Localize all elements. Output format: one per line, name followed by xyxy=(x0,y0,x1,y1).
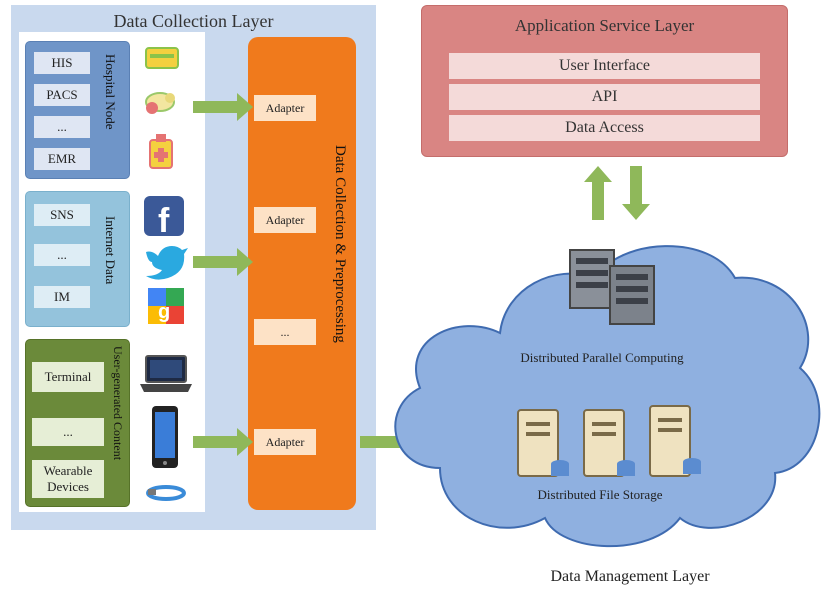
user-device-icons xyxy=(140,355,192,501)
adapter-box: Adapter xyxy=(254,207,316,233)
application-service-layer-title: Application Service Layer xyxy=(514,16,695,35)
hospital-item-his: HIS xyxy=(34,52,90,74)
storage-server-icon xyxy=(649,405,701,477)
wearable-band-icon xyxy=(146,485,186,501)
arrow-up-to-service xyxy=(584,166,612,220)
pill-icon xyxy=(145,92,175,114)
service-item-api: API xyxy=(449,84,760,110)
internet-data-group: SNS ... IM Internet Data xyxy=(25,191,130,327)
service-item-user-interface: User Interface xyxy=(449,53,760,79)
storage-server-icon xyxy=(583,409,635,477)
hospital-icons xyxy=(145,47,179,169)
adapter-ellipsis: ... xyxy=(254,319,316,345)
storage-server-icon xyxy=(517,409,569,477)
data-management-layer-title: Data Management Layer xyxy=(550,568,710,585)
data-collection-layer-title: Data Collection Layer xyxy=(113,11,274,31)
credit-card-icon xyxy=(145,47,179,69)
server-rack-icon xyxy=(569,249,655,325)
user-content-group: Terminal ... Wearable Devices User-gener… xyxy=(25,339,130,507)
internet-item-sns: SNS xyxy=(34,204,90,226)
hospital-item-ellipsis: ... xyxy=(34,116,90,138)
adapter-box: Adapter xyxy=(254,95,316,121)
management-cloud xyxy=(394,245,821,548)
svg-text:f: f xyxy=(158,202,170,240)
arrow-down-to-cloud xyxy=(622,166,650,220)
cloud-shape xyxy=(394,245,821,548)
arrow-internet-to-adapter xyxy=(193,248,253,276)
adapter-box: Adapter xyxy=(254,429,316,455)
user-content-label: User-generated Content xyxy=(111,346,125,461)
storage-label: Distributed File Storage xyxy=(537,487,663,502)
facebook-icon: f xyxy=(144,196,184,240)
user-item-wearable: Wearable Devices xyxy=(32,460,104,498)
arrow-hospital-to-adapter xyxy=(193,93,253,121)
computing-label: Distributed Parallel Computing xyxy=(520,350,684,365)
internet-item-ellipsis: ... xyxy=(34,244,90,266)
hospital-node-label: Hospital Node xyxy=(103,54,118,130)
google-icon: g xyxy=(148,288,184,324)
smartphone-icon xyxy=(152,406,178,468)
internet-icons: f g xyxy=(144,196,188,324)
arrow-user-to-adapter xyxy=(193,428,253,456)
twitter-icon xyxy=(146,246,188,280)
application-service-layer: Application Service Layer User Interface… xyxy=(421,5,788,157)
internet-item-im: IM xyxy=(34,286,90,308)
medicine-bag-icon xyxy=(149,134,173,169)
hospital-node-group: HIS PACS ... EMR Hospital Node xyxy=(25,41,130,179)
hospital-item-emr: EMR xyxy=(34,148,90,170)
user-item-terminal: Terminal xyxy=(32,362,104,392)
preprocessing-label: Data Collection & Preprocessing xyxy=(332,145,348,343)
internet-data-label: Internet Data xyxy=(103,216,118,285)
svg-text:g: g xyxy=(158,301,170,323)
preprocessing-panel: Adapter Adapter ... Adapter Data Collect… xyxy=(248,37,356,510)
service-item-data-access: Data Access xyxy=(449,115,760,141)
user-item-ellipsis: ... xyxy=(32,418,104,446)
hospital-item-pacs: PACS xyxy=(34,84,90,106)
laptop-icon xyxy=(140,355,192,392)
